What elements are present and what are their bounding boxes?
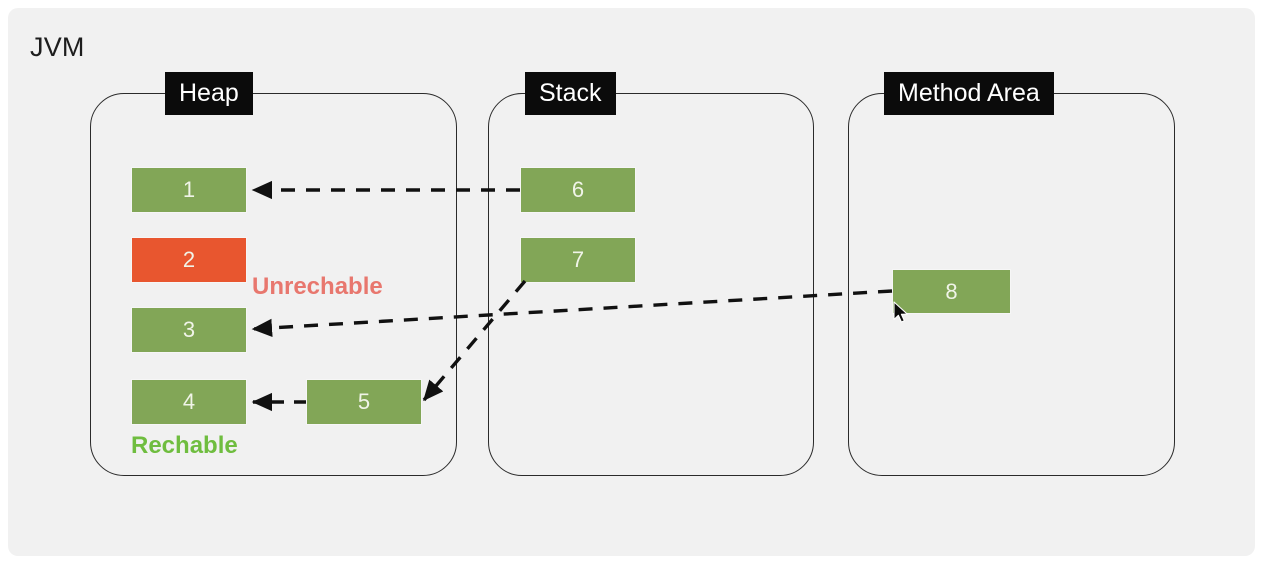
legend-reachable: Rechable — [131, 432, 238, 459]
region-label-method: Method Area — [884, 72, 1054, 115]
legend-unreachable: Unrechable — [252, 273, 383, 300]
memory-block-1[interactable]: 1 — [132, 168, 246, 212]
memory-block-7[interactable]: 7 — [521, 238, 635, 282]
memory-block-5[interactable]: 5 — [307, 380, 421, 424]
memory-block-8[interactable]: 8 — [893, 270, 1010, 313]
region-label-heap: Heap — [165, 72, 253, 115]
jvm-title: JVM — [30, 32, 85, 62]
region-stack — [488, 93, 814, 476]
memory-block-3[interactable]: 3 — [132, 308, 246, 352]
memory-block-4[interactable]: 4 — [132, 380, 246, 424]
memory-block-6[interactable]: 6 — [521, 168, 635, 212]
memory-block-2[interactable]: 2 — [132, 238, 246, 282]
mouse-cursor-icon — [893, 301, 908, 323]
region-label-stack: Stack — [525, 72, 616, 115]
